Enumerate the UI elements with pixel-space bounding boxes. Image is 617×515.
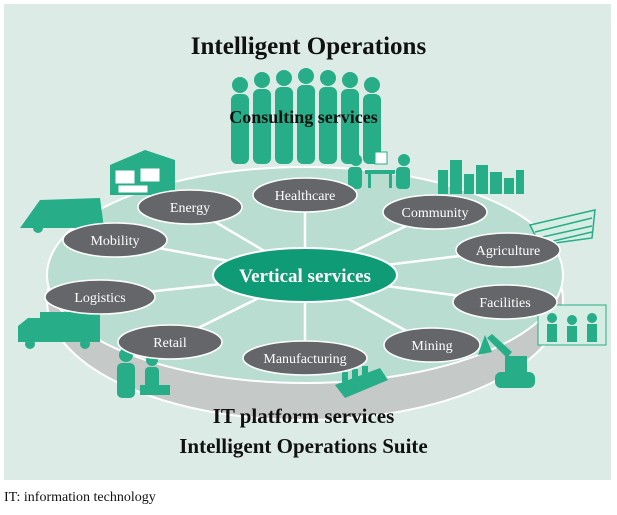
- vertical-label-healthcare: Healthcare: [275, 189, 336, 204]
- diagram-title: Intelligent Operations: [190, 33, 427, 60]
- vertical-node-manufacturing: [242, 340, 368, 376]
- vertical-node-mining: [383, 327, 481, 363]
- community-city-icon: [438, 160, 524, 194]
- center-label: Vertical services: [239, 266, 371, 287]
- vertical-node-community: [382, 194, 488, 230]
- vertical-label-community: Community: [402, 206, 469, 221]
- vertical-label-logistics: Logistics: [74, 291, 125, 306]
- vertical-label-energy: Energy: [170, 201, 210, 216]
- vertical-node-agriculture: [455, 232, 561, 268]
- center-node: [212, 247, 398, 303]
- vertical-node-retail: [117, 324, 223, 360]
- vertical-label-manufacturing: Manufacturing: [263, 352, 346, 367]
- vertical-label-agriculture: Agriculture: [476, 244, 541, 259]
- vertical-node-facilities: [452, 284, 558, 320]
- suite-label: Intelligent Operations Suite: [179, 434, 428, 458]
- vertical-node-mobility: [62, 222, 168, 258]
- consultants-icon: [231, 68, 381, 164]
- logistics-truck-icon: [18, 312, 100, 349]
- energy-facility-icon: [110, 150, 175, 195]
- vertical-label-facilities: Facilities: [479, 296, 530, 311]
- vertical-label-mining: Mining: [411, 339, 452, 354]
- platform-label: IT platform services: [212, 404, 395, 428]
- vertical-label-mobility: Mobility: [90, 234, 139, 249]
- mining-excavator-icon: [478, 334, 535, 388]
- manufacturing-line-icon: [335, 366, 388, 398]
- vertical-label-retail: Retail: [153, 336, 187, 351]
- vertical-node-healthcare: [252, 177, 358, 213]
- consulting-label: Consulting services: [229, 107, 378, 127]
- vertical-node-logistics: [44, 279, 156, 315]
- footnote: IT: information technology: [4, 490, 156, 505]
- vertical-node-energy: [137, 189, 243, 225]
- meeting-icon: [348, 151, 410, 189]
